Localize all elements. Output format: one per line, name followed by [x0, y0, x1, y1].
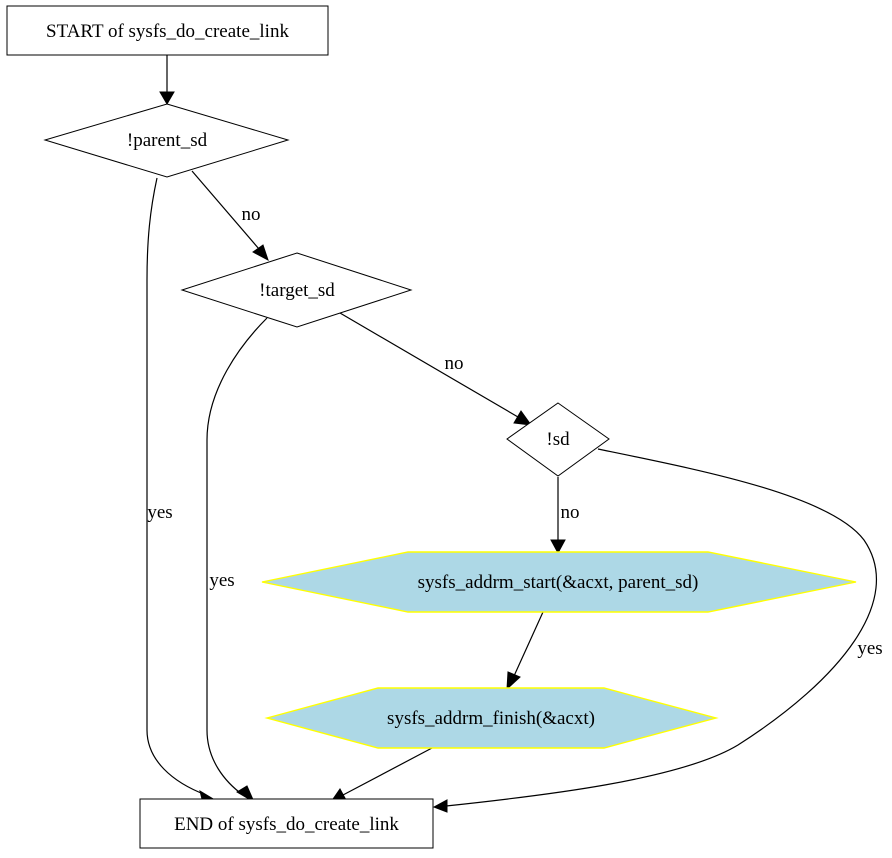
parent-sd-decision-label: !parent_sd: [127, 130, 208, 151]
arrowhead: [550, 539, 566, 555]
parent-sd-decision: !parent_sd: [43, 103, 290, 178]
arrowhead: [513, 410, 533, 426]
arrowhead: [506, 671, 521, 691]
edge-label-target-yes: yes: [209, 570, 234, 591]
arrowhead: [432, 799, 448, 813]
edge-finish-to-end: [342, 747, 433, 796]
addrm-start-process: sysfs_addrm_start(&acxt, parent_sd): [261, 551, 857, 613]
arrowhead: [236, 785, 256, 804]
edge-label-sd-no: no: [561, 502, 580, 523]
edge-label-parent-no: no: [242, 204, 261, 225]
edge-label-sd-yes: yes: [857, 638, 882, 659]
sd-decision: !sd: [506, 402, 610, 477]
arrowhead: [252, 244, 269, 262]
addrm-start-shape: [261, 551, 857, 613]
end-node-label: END of sysfs_do_create_link: [174, 814, 399, 835]
edge-parent-check-yes: [146, 177, 207, 796]
edge-target-check-no: [339, 312, 519, 418]
sd-decision-label: !sd: [546, 429, 570, 450]
addrm-finish-process: sysfs_addrm_finish(&acxt): [264, 687, 719, 749]
target-sd-decision: !target_sd: [180, 252, 413, 328]
edge-sd-check-yes: [445, 448, 877, 807]
arrowhead: [159, 91, 175, 105]
edge-label-parent-yes: yes: [147, 502, 172, 523]
edge-target-check-yes: [206, 317, 268, 796]
addrm-finish-label: sysfs_addrm_finish(&acxt): [387, 708, 595, 729]
target-sd-decision-label: !target_sd: [259, 280, 335, 301]
start-node: START of sysfs_do_create_link: [6, 5, 329, 56]
edge-start-to-finish: [513, 611, 544, 677]
addrm-start-label: sysfs_addrm_start(&acxt, parent_sd): [418, 572, 699, 593]
addrm-finish-shape: [264, 687, 719, 749]
edge-parent-check-no: [191, 170, 260, 250]
edge-label-target-no: no: [445, 353, 464, 374]
end-node: END of sysfs_do_create_link: [139, 798, 434, 849]
start-node-label: START of sysfs_do_create_link: [46, 21, 289, 42]
